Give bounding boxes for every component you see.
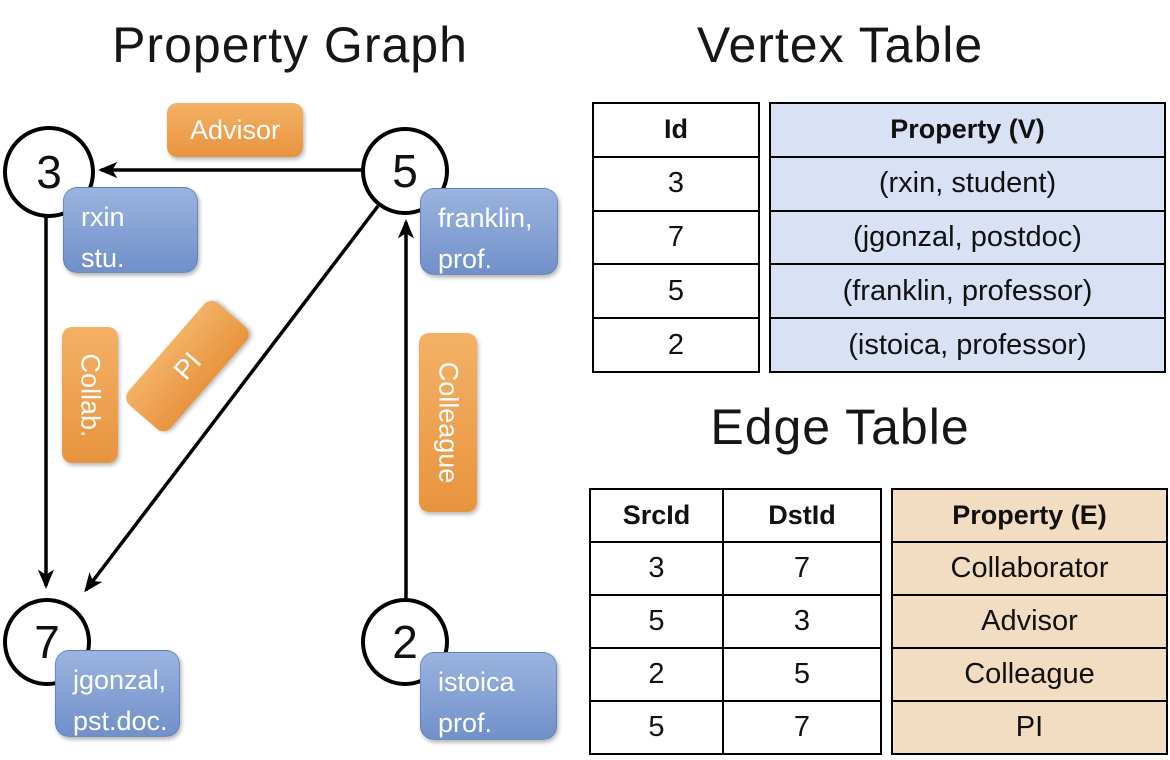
graph-node-5: 5 bbox=[361, 127, 449, 215]
vertex-property-box-5-line2: prof. bbox=[438, 243, 493, 274]
edge-property-cell: Advisor bbox=[893, 594, 1166, 647]
vertex-property-box-2-line2: prof. bbox=[438, 707, 493, 738]
edge-dstid-cell: 7 bbox=[724, 700, 880, 753]
edge-property-cell: Collaborator bbox=[893, 541, 1166, 594]
vertex-property-box-7-line2: pst.doc. bbox=[73, 705, 168, 736]
vertex-table-title: Vertex Table bbox=[696, 17, 984, 73]
edge-property-cell: PI bbox=[893, 700, 1166, 753]
edge-table-property-column: Property (E) Collaborator Advisor Collea… bbox=[891, 488, 1168, 755]
edge-label-collab-text: Collab. bbox=[75, 352, 106, 438]
vertex-id-cell: 2 bbox=[594, 317, 758, 371]
vertex-property-cell: (jgonzal, postdoc) bbox=[771, 209, 1164, 264]
edge-dstid-cell: 3 bbox=[724, 594, 880, 647]
edge-table: SrcId 3 5 2 5 DstId 7 3 5 7 Property (E)… bbox=[589, 488, 1168, 755]
vertex-id-cell: 7 bbox=[594, 209, 758, 264]
vertex-property-box-3: rxin stu. bbox=[63, 187, 198, 273]
edge-label-advisor-text: Advisor bbox=[189, 114, 281, 145]
edge-table-srcid-column: SrcId 3 5 2 5 bbox=[591, 490, 722, 753]
edge-srcid-cell: 3 bbox=[591, 541, 722, 594]
vertex-property-cell: (istoica, professor) bbox=[771, 317, 1164, 371]
edge-table-dstid-header: DstId bbox=[768, 500, 836, 530]
vertex-table: Id 3 7 5 2 Property (V) (rxin, student) … bbox=[592, 102, 1166, 373]
vertex-table-property-column: Property (V) (rxin, student) (jgonzal, p… bbox=[769, 102, 1166, 373]
edge-dstid-cell: 7 bbox=[724, 541, 880, 594]
edge-srcid-cell: 2 bbox=[591, 647, 722, 700]
property-graph-title: Property Graph bbox=[112, 17, 468, 73]
graph-edges-canvas bbox=[37, 161, 415, 598]
vertex-property-box-2-line1: istoica bbox=[438, 667, 515, 697]
graph-node-2: 2 bbox=[361, 598, 449, 686]
edge-label-collab: Collab. bbox=[62, 327, 118, 463]
edge-dstid-cell: 5 bbox=[724, 647, 880, 700]
edge-table-dstid-column: DstId 7 3 5 7 bbox=[722, 490, 880, 753]
edge-pi-5-to-7 bbox=[84, 204, 380, 593]
edge-label-colleague: Colleague bbox=[419, 333, 477, 512]
vertex-table-id-column: Id 3 7 5 2 bbox=[592, 102, 760, 373]
vertex-property-cell: (franklin, professor) bbox=[771, 263, 1164, 317]
vertex-id-cell: 5 bbox=[594, 263, 758, 317]
vertex-property-box-3-line1: rxin bbox=[81, 202, 125, 232]
vertex-id-cell: 3 bbox=[594, 155, 758, 210]
vertex-property-cell: (rxin, student) bbox=[771, 155, 1164, 210]
vertex-table-id-header: Id bbox=[664, 114, 688, 145]
edge-label-colleague-text: Colleague bbox=[433, 361, 464, 484]
vertex-property-box-5-line1: franklin, bbox=[438, 203, 533, 233]
vertex-table-property-header: Property (V) bbox=[890, 114, 1045, 145]
edge-label-pi-text: PI bbox=[167, 346, 207, 386]
edge-label-advisor: Advisor bbox=[167, 103, 303, 157]
edge-table-id-columns: SrcId 3 5 2 5 DstId 7 3 5 7 bbox=[589, 488, 882, 755]
edge-table-srcid-header: SrcId bbox=[622, 500, 691, 530]
edge-property-cell: Colleague bbox=[893, 647, 1166, 700]
edge-table-property-header: Property (E) bbox=[952, 500, 1107, 530]
vertex-property-box-3-line2: stu. bbox=[81, 242, 125, 273]
vertex-property-box-7-line1: jgonzal, bbox=[73, 665, 167, 695]
vertex-property-box-2: istoica prof. bbox=[420, 652, 557, 740]
vertex-property-box-5: franklin, prof. bbox=[420, 188, 558, 275]
edge-table-title: Edge Table bbox=[710, 399, 970, 455]
edge-srcid-cell: 5 bbox=[591, 594, 722, 647]
edge-srcid-cell: 5 bbox=[591, 700, 722, 753]
vertex-property-box-7: jgonzal, pst.doc. bbox=[55, 650, 180, 737]
